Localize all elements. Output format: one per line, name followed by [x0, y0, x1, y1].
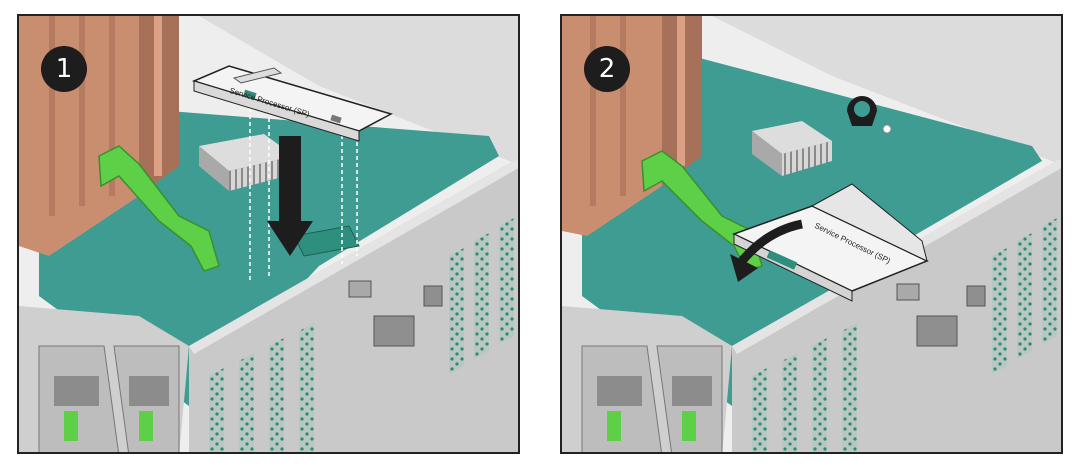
chipset-heat-sink [752, 121, 832, 176]
down-arrow [267, 136, 313, 256]
chassis-side-panel [732, 158, 1061, 452]
alignment-guide-lines [249, 108, 358, 281]
chipset-heat-sink [199, 134, 294, 191]
air-duct-handle [98, 145, 220, 272]
battery-holder [847, 96, 892, 134]
step-number-badge: 2 [584, 46, 630, 92]
step-number-badge: 1 [41, 46, 87, 92]
chassis-side-panel [189, 158, 518, 452]
power-supply-units [19, 306, 189, 452]
step-2-illustration [562, 16, 1061, 452]
rotate-down-arrow [730, 219, 803, 282]
step-2-panel: Service Processor (SP) 2 [560, 14, 1063, 454]
chassis-rear-wall [199, 16, 518, 165]
power-supply-units [562, 306, 732, 452]
step-1-illustration [19, 16, 518, 452]
sp-card [191, 65, 393, 142]
chassis-rear-wall [712, 16, 1061, 165]
step-1-panel: Service Processor (SP) 1 [17, 14, 520, 454]
